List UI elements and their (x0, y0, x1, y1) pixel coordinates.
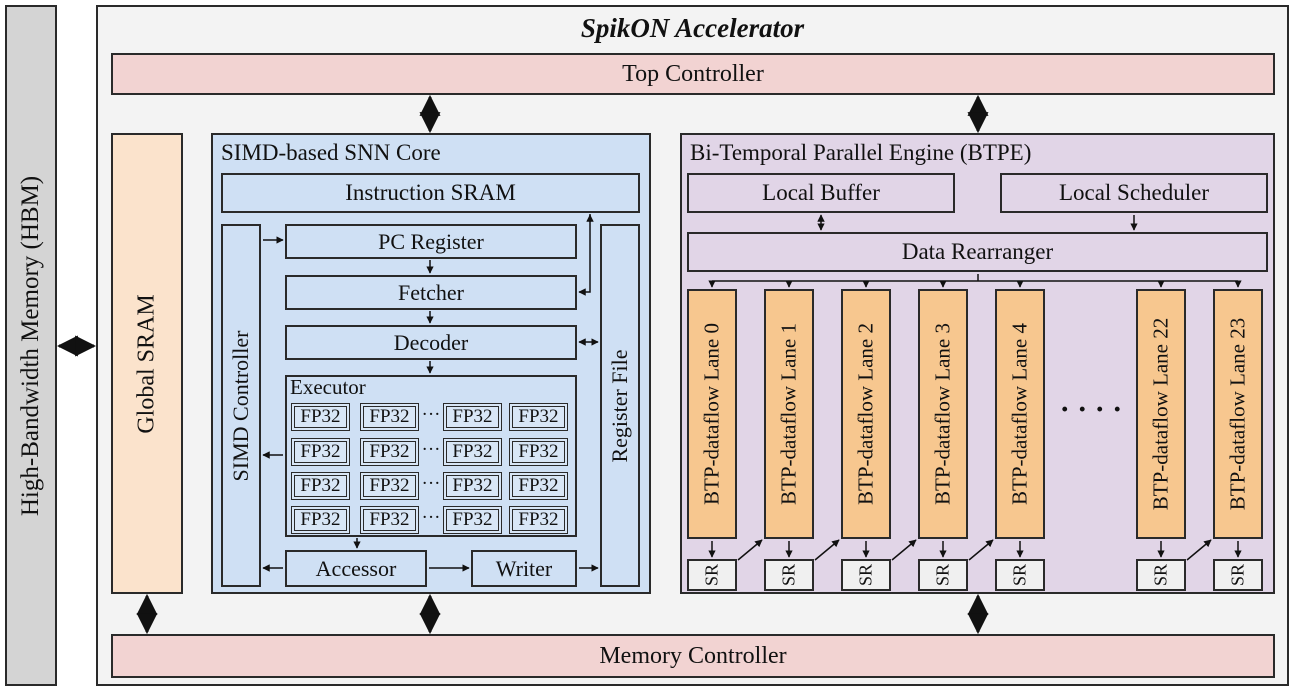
hbm-label: High-Bandwidth Memory (HBM) (17, 175, 44, 516)
sr-label: SR (1227, 563, 1248, 587)
fp32-unit: FP32 (291, 472, 350, 500)
fp32-unit: FP32 (360, 438, 419, 466)
fp32-ellipsis: ··· (421, 404, 441, 425)
memory-controller: Memory Controller (111, 634, 1275, 678)
decoder: Decoder (285, 325, 577, 360)
top-controller: Top Controller (111, 53, 1275, 95)
sr-label: SR (1150, 563, 1171, 587)
lane-label: BTP-dataflow Lane 22 (1148, 317, 1173, 511)
btp-lane-4: BTP-dataflow Lane 4 (995, 289, 1045, 539)
fp32-unit: FP32 (291, 506, 350, 534)
btp-lane-0: BTP-dataflow Lane 0 (687, 289, 737, 539)
lane-label: BTP-dataflow Lane 23 (1225, 317, 1250, 511)
fp32-unit: FP32 (443, 403, 502, 431)
writer: Writer (471, 550, 577, 587)
fp32-unit: FP32 (509, 472, 568, 500)
shift-register: SR (1213, 559, 1263, 591)
btp-lane-3: BTP-dataflow Lane 3 (918, 289, 968, 539)
lane-label: BTP-dataflow Lane 4 (1007, 323, 1032, 505)
fp32-unit: FP32 (360, 472, 419, 500)
fp32-ellipsis: ··· (421, 473, 441, 494)
fp32-ellipsis: ··· (421, 439, 441, 460)
fp32-unit: FP32 (443, 506, 502, 534)
simd-controller: SIMD Controller (221, 224, 261, 587)
fp32-unit: FP32 (360, 506, 419, 534)
simd-controller-label: SIMD Controller (228, 330, 253, 481)
lane-label: BTP-dataflow Lane 0 (699, 323, 724, 505)
shift-register: SR (918, 559, 968, 591)
register-file-label: Register File (607, 348, 632, 463)
local-buffer: Local Buffer (687, 173, 955, 213)
shift-register: SR (1136, 559, 1186, 591)
lane-label: BTP-dataflow Lane 2 (853, 323, 878, 505)
btp-lane-2: BTP-dataflow Lane 2 (841, 289, 891, 539)
fp32-unit: FP32 (443, 438, 502, 466)
shift-register: SR (764, 559, 814, 591)
accessor: Accessor (285, 550, 427, 587)
data-rearranger: Data Rearranger (687, 232, 1268, 272)
global-sram: Global SRAM (111, 133, 183, 594)
fp32-unit: FP32 (443, 472, 502, 500)
global-sram-label: Global SRAM (133, 293, 160, 434)
btp-lane-1: BTP-dataflow Lane 1 (764, 289, 814, 539)
fp32-unit: FP32 (509, 438, 568, 466)
btp-lane-23: BTP-dataflow Lane 23 (1213, 289, 1263, 539)
btp-lane-22: BTP-dataflow Lane 22 (1136, 289, 1186, 539)
fp32-unit: FP32 (360, 403, 419, 431)
lane-label: BTP-dataflow Lane 3 (930, 323, 955, 505)
hbm-block: High-Bandwidth Memory (HBM) (5, 5, 57, 686)
btpe-title: Bi-Temporal Parallel Engine (BTPE) (690, 140, 1032, 165)
pc-register: PC Register (285, 224, 577, 259)
lane-label: BTP-dataflow Lane 1 (776, 323, 801, 505)
sr-label: SR (855, 563, 876, 587)
local-scheduler: Local Scheduler (1000, 173, 1268, 213)
accelerator-title: SpikON Accelerator (580, 12, 805, 43)
sr-label: SR (701, 563, 722, 587)
register-file: Register File (600, 224, 640, 587)
shift-register: SR (687, 559, 737, 591)
shift-register: SR (995, 559, 1045, 591)
lane-ellipsis: · · · · (1059, 393, 1123, 426)
sr-label: SR (778, 563, 799, 587)
shift-register: SR (841, 559, 891, 591)
fp32-unit: FP32 (291, 403, 350, 431)
executor-label: Executor (290, 374, 366, 399)
fp32-unit: FP32 (291, 438, 350, 466)
fp32-ellipsis: ··· (421, 507, 441, 528)
instruction-sram: Instruction SRAM (221, 173, 640, 213)
sr-label: SR (932, 563, 953, 587)
fp32-unit: FP32 (509, 506, 568, 534)
sr-label: SR (1009, 563, 1030, 587)
fetcher: Fetcher (285, 275, 577, 310)
simd-core-title: SIMD-based SNN Core (221, 140, 441, 165)
fp32-unit: FP32 (509, 403, 568, 431)
